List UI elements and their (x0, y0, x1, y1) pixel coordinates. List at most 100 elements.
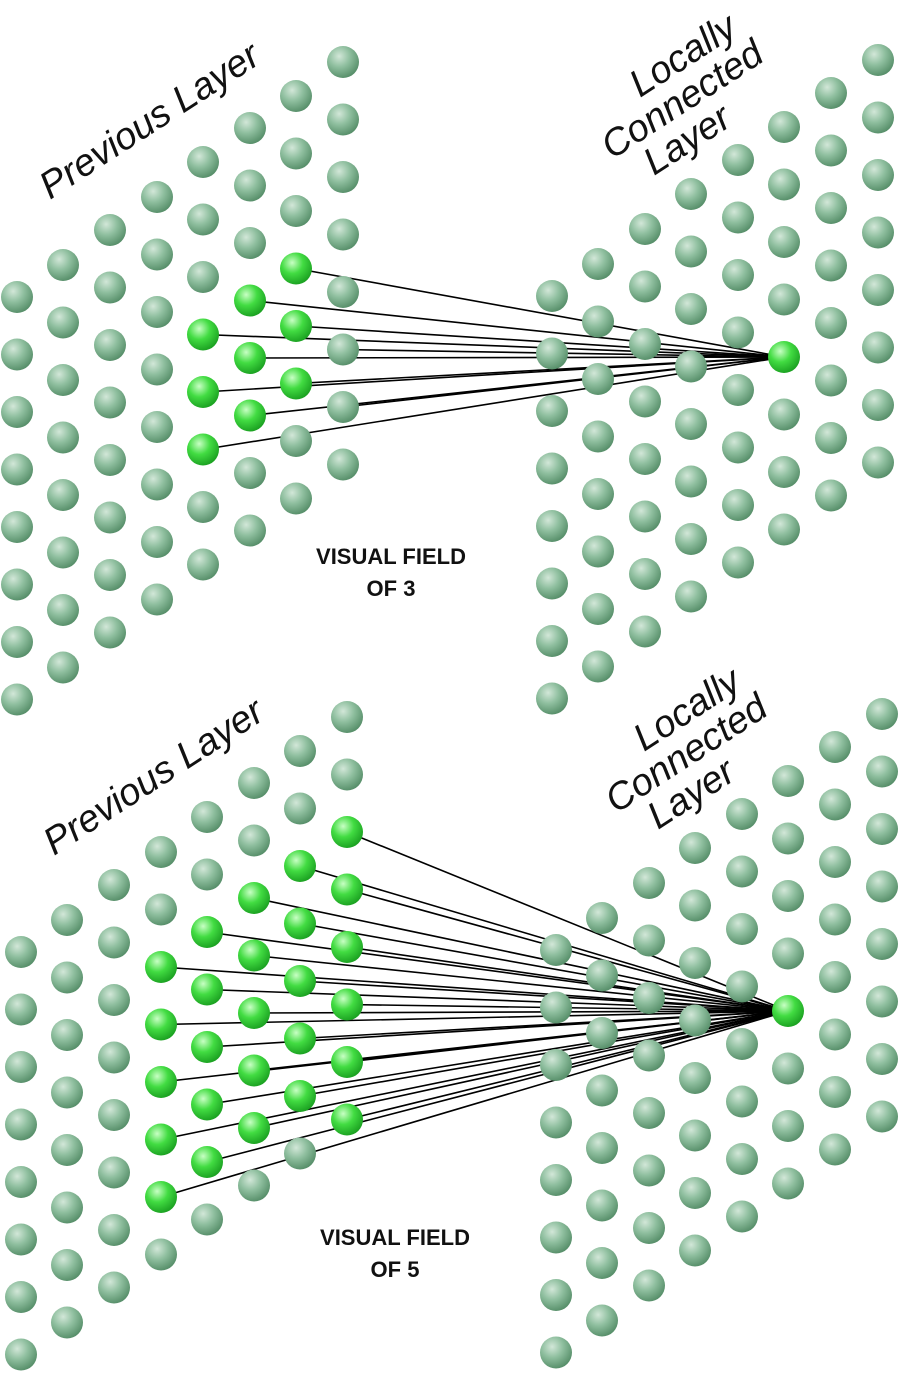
neuron (815, 307, 847, 339)
neuron (768, 226, 800, 258)
neuron (1, 511, 33, 543)
neuron (768, 168, 800, 201)
neuron (5, 1281, 37, 1313)
neuron (815, 134, 847, 167)
neuron (145, 836, 177, 868)
neuron (98, 1271, 130, 1304)
neuron (819, 1018, 851, 1051)
neuron (633, 1154, 665, 1187)
neuron (679, 889, 711, 922)
neuron (866, 813, 898, 845)
neuron (280, 80, 312, 112)
neuron (47, 306, 79, 339)
neuron (862, 331, 894, 364)
neuron (586, 1189, 618, 1222)
neuron (675, 580, 707, 613)
neuron (51, 1076, 83, 1109)
neuron (540, 1336, 572, 1369)
neuron-highlighted (331, 931, 363, 963)
connection-line (346, 831, 789, 1012)
neuron (633, 982, 665, 1014)
neuron (536, 682, 568, 715)
neuron (540, 1106, 572, 1139)
neuron (5, 936, 37, 968)
previous-layer-label: Previous Layer (32, 34, 269, 208)
neuron (1, 453, 33, 486)
neuron (327, 46, 359, 78)
neuron (819, 731, 851, 763)
neuron-highlighted (284, 1022, 316, 1055)
neuron (768, 283, 800, 316)
neuron (586, 959, 618, 992)
connection-line (295, 325, 785, 358)
neuron (94, 616, 126, 649)
connection-line (299, 865, 789, 1012)
neuron (280, 195, 312, 227)
neuron (141, 353, 173, 386)
neuron (1, 396, 33, 428)
neuron (675, 293, 707, 325)
neuron (768, 111, 800, 143)
neuron-highlighted (238, 1054, 270, 1087)
neuron (866, 1043, 898, 1075)
neuron (582, 305, 614, 338)
neuron (540, 1221, 572, 1254)
neuron (47, 479, 79, 511)
connection-line (346, 946, 789, 1012)
neuron (679, 1119, 711, 1152)
caption: VISUAL FIELD OF 3 (316, 544, 466, 601)
neuron (629, 385, 661, 418)
connection-line (160, 966, 789, 1012)
neuron-highlighted (280, 252, 312, 285)
neuron (540, 1279, 572, 1311)
neuron (98, 1156, 130, 1189)
neuron (1, 281, 33, 313)
neuron (722, 489, 754, 521)
neuron (772, 765, 804, 797)
neuron (772, 880, 804, 912)
connection-line (249, 299, 785, 358)
neuron (629, 213, 661, 245)
neuron (862, 159, 894, 191)
neuron (1, 568, 33, 601)
neuron-highlighted (145, 1123, 177, 1156)
neuron (726, 1028, 758, 1060)
neuron (51, 904, 83, 936)
neuron (327, 218, 359, 251)
neuron (586, 1074, 618, 1107)
neuron (234, 169, 266, 202)
neuron-highlighted (191, 1146, 223, 1178)
neuron (540, 1164, 572, 1196)
neuron (141, 411, 173, 443)
neuron (536, 280, 568, 312)
neuron (722, 431, 754, 464)
neuron (582, 248, 614, 280)
neuron-highlighted (238, 997, 270, 1029)
neuron (862, 274, 894, 306)
neuron-highlighted (191, 973, 223, 1006)
neuron (331, 758, 363, 791)
connection-line (253, 897, 789, 1012)
connection-line (160, 1010, 789, 1198)
neuron (582, 593, 614, 625)
neuron (866, 928, 898, 960)
neuron (1, 626, 33, 658)
neuron-highlighted (145, 1066, 177, 1098)
neuron (94, 214, 126, 246)
connection-line (206, 1010, 789, 1163)
svg-text:OF 3: OF 3 (367, 576, 416, 601)
local-layer-neurons (536, 44, 894, 715)
neuron-highlighted (145, 1008, 177, 1041)
neuron-highlighted (191, 1031, 223, 1063)
neuron (47, 594, 79, 626)
neuron (819, 961, 851, 993)
neuron (582, 535, 614, 568)
neuron-highlighted (284, 965, 316, 997)
neuron (675, 178, 707, 210)
neuron (94, 444, 126, 476)
neuron (191, 801, 223, 833)
neuron (582, 650, 614, 683)
neuron (722, 316, 754, 349)
neuron (675, 235, 707, 268)
neuron (815, 249, 847, 282)
